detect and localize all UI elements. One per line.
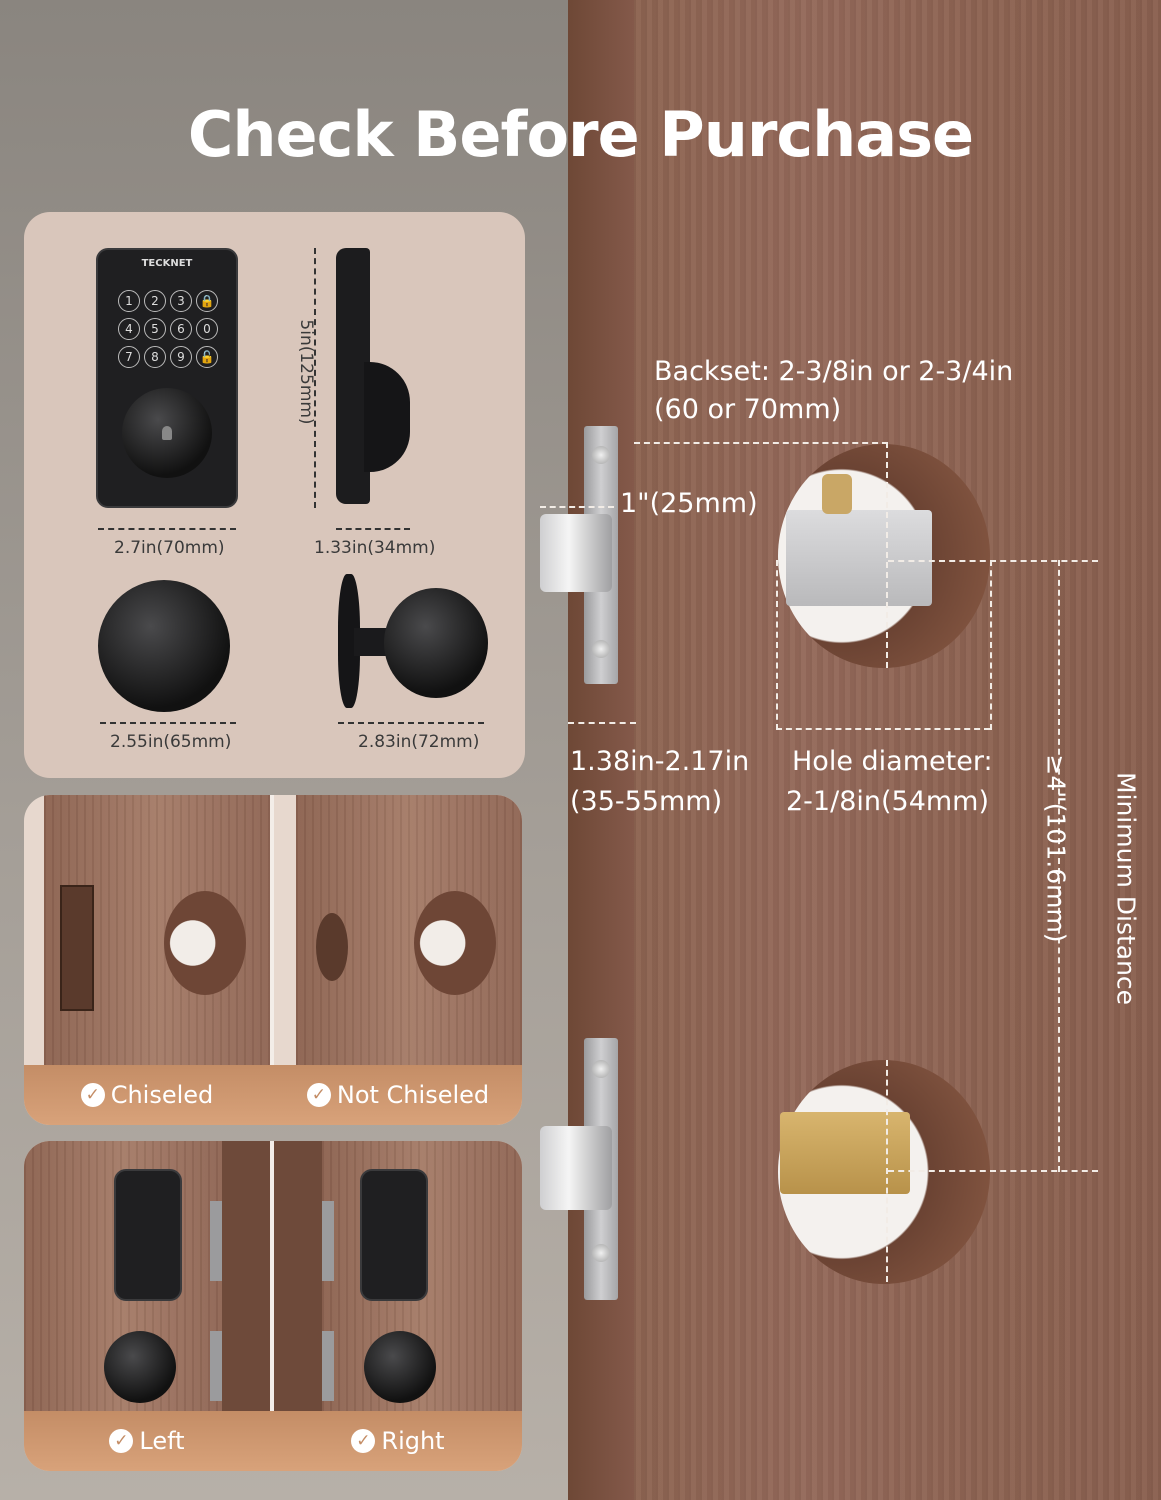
knob-side-rose bbox=[338, 574, 360, 708]
height-dimension-line bbox=[314, 248, 316, 508]
right-knob bbox=[364, 1331, 436, 1403]
door-thickness-label-line2: (35-55mm) bbox=[570, 786, 723, 817]
min-distance-line bbox=[1058, 560, 1060, 1172]
screw-icon bbox=[592, 1244, 610, 1262]
upper-bore-latch-mechanism bbox=[786, 510, 932, 606]
hole-diameter-right-line bbox=[990, 560, 992, 730]
depth-dimension-line bbox=[336, 528, 410, 530]
chiseled-latch-mortise bbox=[60, 885, 94, 1011]
right-label: Right bbox=[381, 1427, 445, 1455]
page-title: Check Before Purchase bbox=[187, 98, 974, 171]
min-distance-bottom-tick bbox=[888, 1170, 1098, 1172]
knob-side-ball bbox=[384, 588, 488, 698]
knob-depth-label: 2.83in(72mm) bbox=[358, 732, 480, 752]
backset-dimension-line bbox=[634, 442, 888, 444]
screw-icon bbox=[592, 640, 610, 658]
door-thickness-line bbox=[568, 722, 636, 724]
key: 3 bbox=[170, 290, 192, 312]
left-door-edge bbox=[222, 1141, 270, 1411]
key: 1 bbox=[118, 290, 140, 312]
check-icon: ✓ bbox=[306, 1083, 331, 1107]
hole-diameter-left-line bbox=[776, 560, 778, 730]
left-knob bbox=[104, 1331, 176, 1403]
option-label-bar: ✓ Chiseled ✓ Not Chiseled bbox=[24, 1065, 522, 1125]
not-chiseled-label: Not Chiseled bbox=[336, 1081, 490, 1109]
width-dimension-label: 2.7in(70mm) bbox=[114, 538, 225, 558]
key: 0 bbox=[196, 318, 218, 340]
chiseled-option: ✓ Chiseled bbox=[24, 1065, 270, 1125]
brand-logo: TECKNET bbox=[141, 258, 193, 269]
not-chiseled-bore-hole bbox=[414, 891, 496, 995]
right-option: ✓ Right bbox=[274, 1411, 522, 1471]
handing-options-panel: ✓ Left ✓ Right bbox=[24, 1141, 522, 1471]
hole-diameter-label-line1: Hole diameter: bbox=[792, 746, 993, 777]
min-distance-top-tick bbox=[888, 560, 1098, 562]
right-keypad bbox=[360, 1169, 428, 1301]
lower-hole-center-line bbox=[886, 1060, 888, 1282]
min-distance-label: Minimum Distance ≥4"(101.6mm) bbox=[1042, 754, 1154, 1020]
key: 🔒 bbox=[196, 290, 218, 312]
knob-depth-line bbox=[338, 722, 484, 724]
chiseled-label: Chiseled bbox=[110, 1081, 214, 1109]
check-icon: ✓ bbox=[80, 1083, 105, 1107]
chiseled-bore-hole bbox=[164, 891, 246, 995]
left-latch-plate bbox=[210, 1201, 222, 1281]
panel-divider bbox=[270, 795, 274, 1125]
knob-diameter-line bbox=[100, 722, 236, 724]
chiseled-options-panel: ✓ Chiseled ✓ Not Chiseled bbox=[24, 795, 522, 1125]
width-dimension-line bbox=[98, 528, 236, 530]
key: 8 bbox=[144, 346, 166, 368]
depth-dimension-label: 1.33in(34mm) bbox=[314, 538, 436, 558]
left-option: ✓ Left bbox=[24, 1411, 270, 1471]
min-distance-label-line2: ≥4"(101.6mm) bbox=[1041, 754, 1071, 943]
left-strike-plate bbox=[210, 1331, 222, 1401]
latch-width-line bbox=[540, 506, 614, 508]
screw-icon bbox=[592, 1060, 610, 1078]
keypad-front-image: TECKNET 1 2 3 🔒 4 5 6 0 7 8 9 🔓 bbox=[96, 248, 238, 508]
not-chiseled-option: ✓ Not Chiseled bbox=[274, 1065, 522, 1125]
backset-label-line1: Backset: 2-3/8in or 2-3/4in bbox=[654, 356, 1014, 387]
upper-latch-bolt bbox=[540, 514, 612, 592]
key: 7 bbox=[118, 346, 140, 368]
panel-divider bbox=[270, 1141, 274, 1471]
hole-diameter-line bbox=[776, 728, 990, 730]
right-latch-plate bbox=[322, 1201, 334, 1281]
check-icon: ✓ bbox=[109, 1429, 134, 1453]
backset-label-line2: (60 or 70mm) bbox=[654, 394, 842, 425]
keyhole-icon bbox=[162, 426, 172, 440]
left-keypad bbox=[114, 1169, 182, 1301]
key: 6 bbox=[170, 318, 192, 340]
left-label: Left bbox=[139, 1427, 185, 1455]
check-icon: ✓ bbox=[351, 1429, 376, 1453]
keypad-side-knob bbox=[364, 362, 410, 472]
lower-latch-bolt bbox=[540, 1126, 612, 1210]
not-chiseled-latch-hole bbox=[316, 913, 348, 981]
lower-bore-latch-mechanism bbox=[780, 1112, 910, 1194]
key: 5 bbox=[144, 318, 166, 340]
hole-diameter-label-line2: 2-1/8in(54mm) bbox=[786, 786, 990, 817]
key: 2 bbox=[144, 290, 166, 312]
key: 9 bbox=[170, 346, 192, 368]
key: 🔓 bbox=[196, 346, 218, 368]
door-thickness-label-line1: 1.38in-2.17in bbox=[570, 746, 750, 777]
key: 4 bbox=[118, 318, 140, 340]
latch-width-label: 1"(25mm) bbox=[620, 488, 758, 519]
right-strike-plate bbox=[322, 1331, 334, 1401]
upper-hole-center-line bbox=[886, 442, 888, 668]
height-dimension-label: 5in(125mm) bbox=[296, 319, 316, 425]
knob-front-image bbox=[98, 580, 230, 712]
knob-diameter-label: 2.55in(65mm) bbox=[110, 732, 232, 752]
min-distance-label-line1: Minimum Distance bbox=[1111, 771, 1141, 1006]
option-label-bar: ✓ Left ✓ Right bbox=[24, 1411, 522, 1471]
dimensions-card: TECKNET 1 2 3 🔒 4 5 6 0 7 8 9 🔓 5in(125m… bbox=[24, 212, 525, 778]
screw-icon bbox=[592, 446, 610, 464]
upper-bore-spindle bbox=[822, 474, 852, 514]
right-door-edge bbox=[274, 1141, 322, 1411]
